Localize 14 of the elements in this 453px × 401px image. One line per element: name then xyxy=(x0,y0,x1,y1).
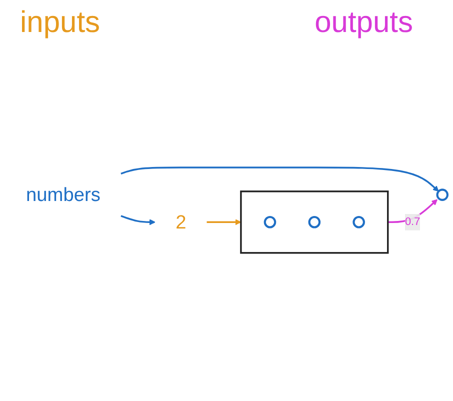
edge-label: 0.7 xyxy=(404,216,420,228)
arrow xyxy=(206,218,242,225)
node-circle xyxy=(308,216,321,228)
cluster xyxy=(240,190,389,254)
arrow xyxy=(388,199,438,223)
node-text: numbers xyxy=(26,184,100,205)
arrow xyxy=(120,166,439,192)
heading-label: outputs xyxy=(314,6,413,40)
node-circle xyxy=(352,216,365,228)
node-circle xyxy=(436,188,449,201)
arrow xyxy=(120,214,156,225)
heading-label: inputs xyxy=(20,6,100,40)
node-text: 2 xyxy=(176,211,186,232)
node-circle xyxy=(264,216,276,228)
